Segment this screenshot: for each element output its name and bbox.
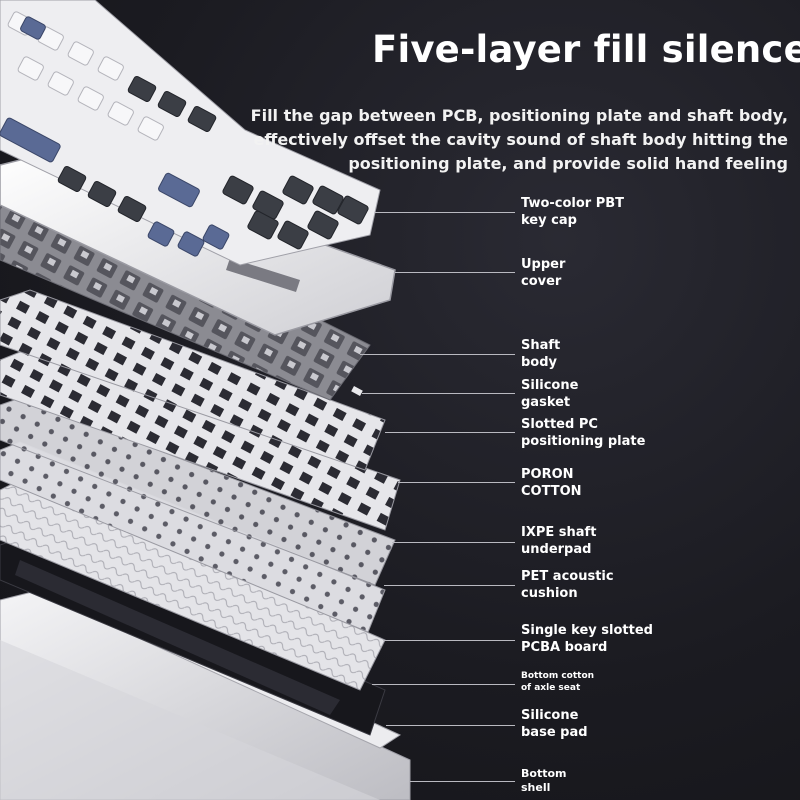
positioning-plate-layer — [0, 289, 386, 471]
callout-pcba-board: Single key slotted PCBA board — [521, 623, 653, 655]
keycap-layer — [0, 0, 381, 266]
leader-line-bottom-cotton — [372, 684, 515, 685]
leader-line-keycap — [375, 212, 515, 213]
callout-ixpe-underpad: IXPE shaft underpad — [521, 525, 597, 557]
leader-line-ixpe-underpad — [392, 542, 515, 543]
leader-line-positioning-plate — [385, 432, 515, 433]
callout-positioning-plate: Slotted PC positioning plate — [521, 417, 646, 449]
leader-line-poron-cotton — [398, 482, 515, 483]
leader-line-shaft-body — [360, 354, 515, 355]
leader-line-silicone-base-pad — [386, 725, 515, 726]
page-title: Five-layer fill silencer — [372, 28, 800, 71]
leader-line-silicone-gasket — [362, 393, 515, 394]
callout-silicone-gasket: Silicone gasket — [521, 378, 579, 410]
callout-upper-cover: Upper cover — [521, 257, 566, 289]
callout-poron-cotton: PORON COTTON — [521, 467, 582, 499]
callout-bottom-cotton: Bottom cotton of axle seat — [521, 671, 595, 693]
callout-silicone-base-pad: Silicone base pad — [521, 708, 588, 740]
callout-shaft-body: Shaft body — [521, 338, 561, 370]
leader-line-upper-cover — [395, 272, 515, 273]
leader-line-pcba-board — [383, 640, 515, 641]
leader-line-bottom-shell — [410, 781, 515, 782]
callout-pet-cushion: PET acoustic cushion — [521, 569, 614, 601]
bottom-shell-layer — [0, 589, 411, 800]
leader-line-pet-cushion — [384, 585, 515, 586]
silicone-gasket-layer — [351, 386, 363, 396]
page-subtitle: Fill the gap between PCB, positioning pl… — [250, 106, 788, 173]
callout-keycap: Two-color PBT key cap — [521, 196, 625, 228]
callout-bottom-shell: Bottom shell — [521, 767, 567, 794]
